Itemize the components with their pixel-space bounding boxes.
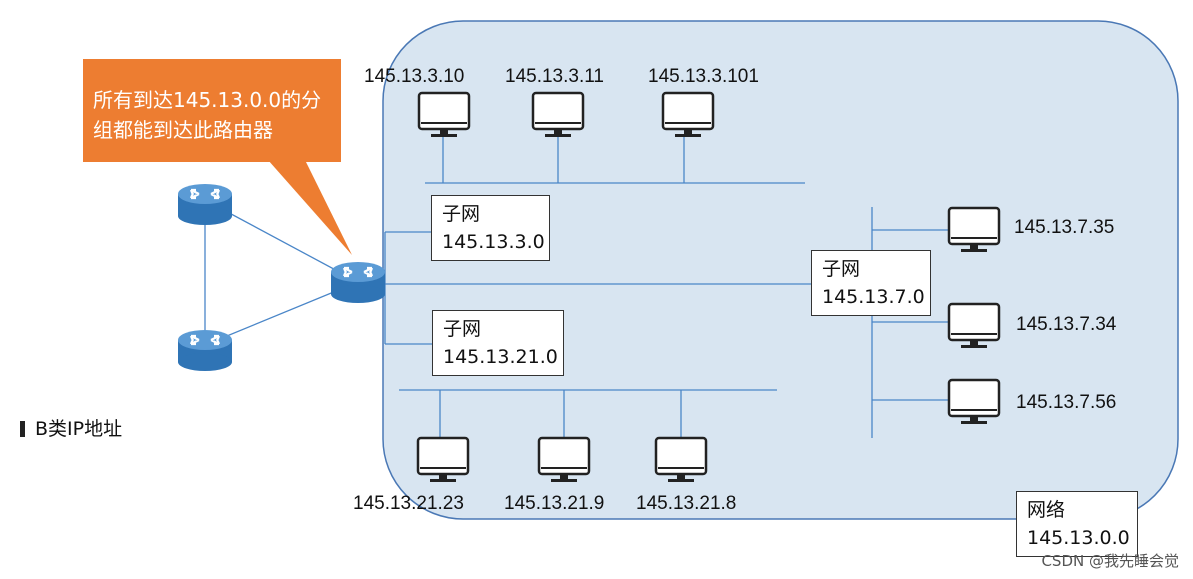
watermark: CSDN @我先睡会觉: [1041, 552, 1179, 570]
bullet-mark: [20, 421, 25, 437]
subnet-address: 145.13.3.0: [442, 231, 545, 253]
host-label: 145.13.21.23: [353, 493, 464, 514]
network-region: [382, 20, 1179, 520]
subnet-box: 子网 145.13.7.0: [811, 250, 931, 316]
network-box: 网络 145.13.0.0: [1016, 491, 1138, 557]
subnet-box: 子网 145.13.21.0: [432, 310, 564, 376]
router-icon[interactable]: [176, 182, 234, 227]
subnet-title: 子网: [822, 258, 861, 280]
class-b-label: B类IP地址: [20, 414, 122, 441]
subnet-title: 子网: [443, 318, 482, 340]
callout-line-2: 组都能到达此路由器: [93, 118, 273, 142]
network-lines: [384, 136, 948, 438]
host-label: 145.13.7.34: [1016, 314, 1117, 335]
host-label: 145.13.7.56: [1016, 392, 1117, 413]
callout-box: 所有到达145.13.0.0的分 组都能到达此路由器: [83, 59, 341, 162]
host-label: 145.13.21.8: [636, 493, 737, 514]
router-icon[interactable]: [176, 328, 234, 373]
host-label: 145.13.3.10: [364, 66, 465, 87]
class-b-text: B类IP地址: [35, 418, 123, 440]
host-label: 145.13.3.11: [505, 66, 604, 87]
subnet-box: 子网 145.13.3.0: [431, 195, 550, 261]
host-label: 145.13.7.35: [1014, 217, 1115, 238]
callout-pointer: [268, 160, 352, 255]
subnet-address: 145.13.7.0: [822, 286, 925, 308]
host-label: 145.13.21.9: [504, 493, 605, 514]
subnet-address: 145.13.21.0: [443, 346, 558, 368]
callout-line-1: 所有到达145.13.0.0的分: [93, 88, 322, 112]
subnet-title: 子网: [442, 203, 481, 225]
host-label: 145.13.3.101: [648, 66, 759, 87]
router-icon[interactable]: [329, 260, 387, 305]
network-address: 145.13.0.0: [1027, 527, 1130, 549]
network-title: 网络: [1027, 499, 1066, 521]
